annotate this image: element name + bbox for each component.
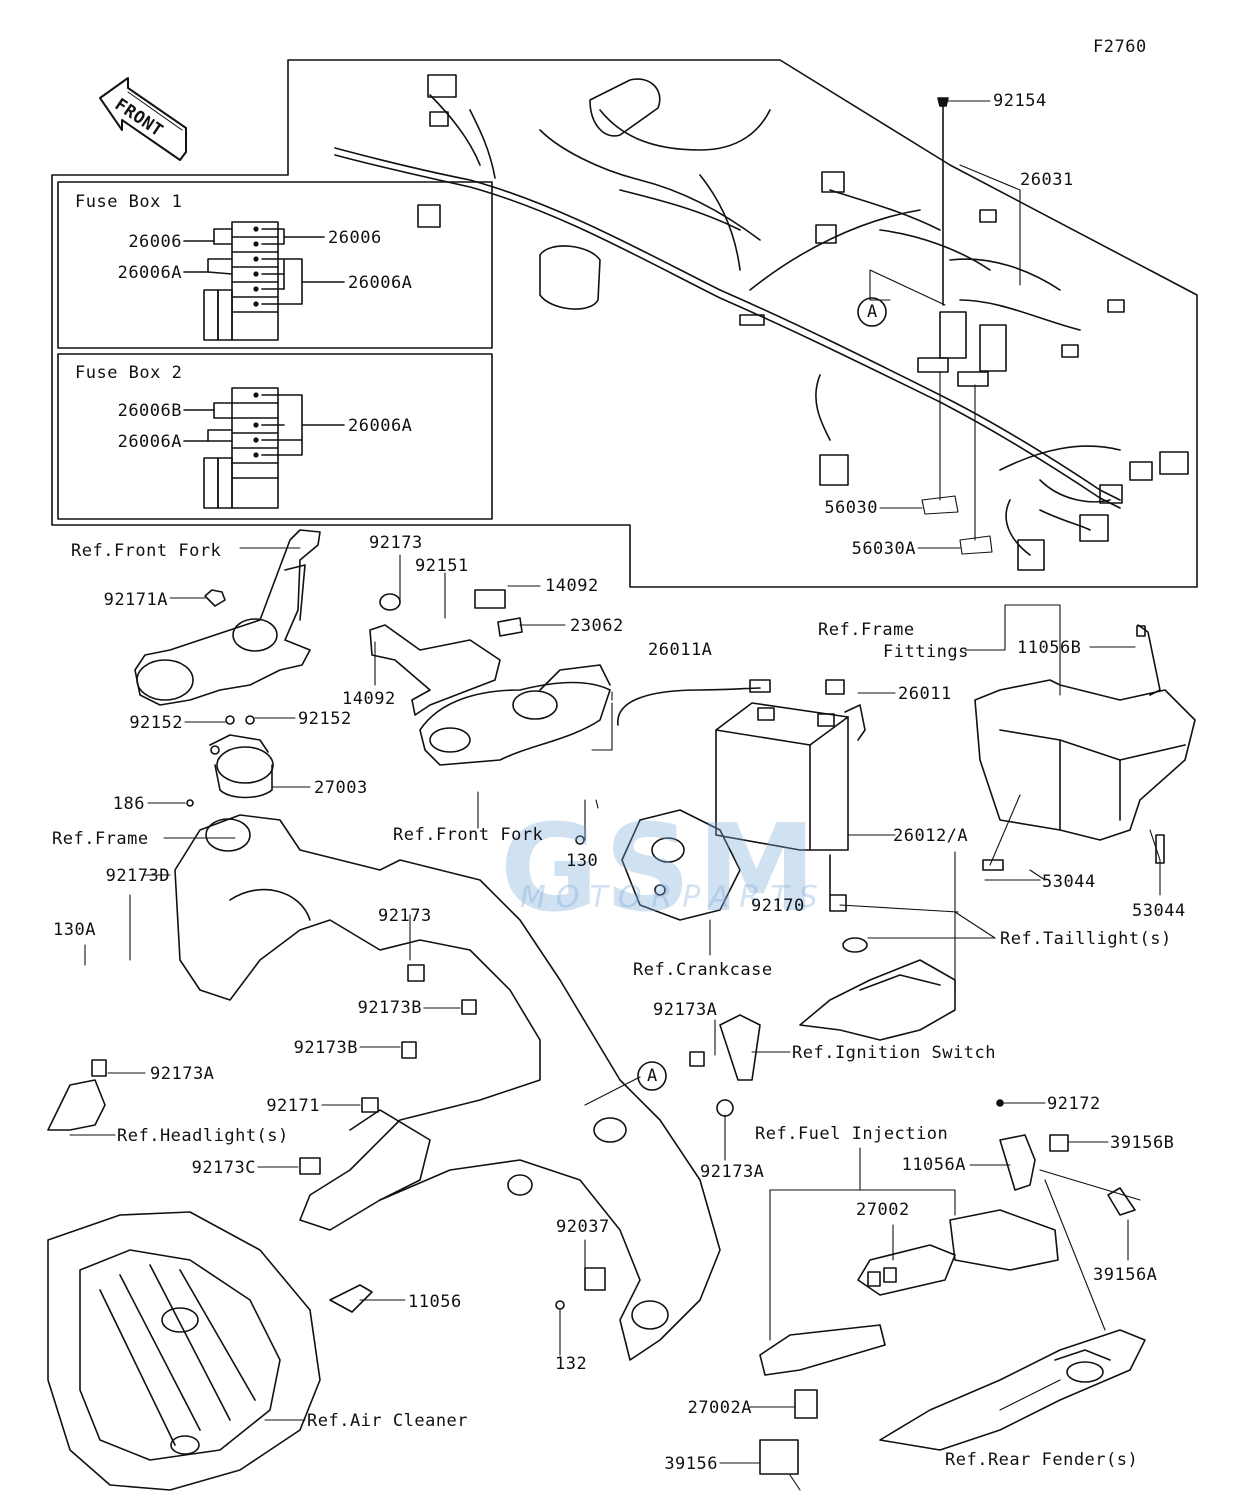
- battery-26012: [617, 679, 866, 851]
- part-label-14092: 14092: [342, 689, 396, 709]
- part-label-92173A-left: 92173A: [150, 1064, 215, 1084]
- part-label-26031: 26031: [1020, 170, 1074, 190]
- crankcase-part: [575, 809, 741, 921]
- figure-code: F2760: [1093, 37, 1147, 57]
- ref-label-headlight: Ref.Headlight(s): [117, 1126, 289, 1146]
- part-label-26011: 26011: [898, 684, 952, 704]
- harness-frame-outline: [51, 59, 1198, 588]
- fuse-box-1-frame: [57, 181, 493, 349]
- fuse-box-2-frame: [57, 353, 493, 520]
- part-label-53044-left: 53044: [1042, 872, 1096, 892]
- part-label-92152-left: 92152: [129, 713, 183, 733]
- callout-a-upper-label: A: [867, 302, 878, 322]
- part-label-27002: 27002: [856, 1200, 910, 1220]
- part-label-186: 186: [112, 794, 145, 814]
- ecu-27002: [759, 1209, 1059, 1475]
- part-label-92037: 92037: [556, 1217, 610, 1237]
- part-label-130A: 130A: [53, 920, 96, 940]
- part-label-92173A-bottom: 92173A: [700, 1162, 765, 1182]
- main-wiring-harness: [334, 74, 1189, 571]
- part-label-92173-top: 92173: [369, 533, 423, 553]
- ref-label-crankcase: Ref.Crankcase: [633, 960, 773, 980]
- callout-a-upper: [857, 297, 887, 327]
- part-label-26012A: 26012/A: [893, 826, 969, 846]
- part-label-92173B-upper: 92173B: [357, 998, 422, 1018]
- ref-label-frame-fittings-1: Ref.Frame: [818, 620, 915, 640]
- part-label-56030: 56030: [824, 498, 878, 518]
- clip-parts: [204, 589, 1136, 1313]
- fuse-box-1-title: Fuse Box 1: [75, 192, 183, 212]
- part-label-56030A: 56030A: [851, 539, 916, 559]
- part-label-92154: 92154: [993, 91, 1047, 111]
- part-label-92171: 92171: [266, 1096, 320, 1116]
- fuse-box-1-icon: [183, 221, 345, 341]
- part-label-11056A: 11056A: [901, 1155, 966, 1175]
- fuse-box-2-label-26006B: 26006B: [117, 401, 182, 421]
- part-label-92151: 92151: [415, 556, 469, 576]
- taillight-bracket: [799, 854, 956, 1041]
- part-label-27002A: 27002A: [687, 1398, 752, 1418]
- part-label-92173A-right: 92173A: [653, 1000, 718, 1020]
- ref-label-front-fork-mid: Ref.Front Fork: [393, 825, 544, 845]
- ref-label-ignition-switch: Ref.Ignition Switch: [792, 1043, 996, 1063]
- part-label-14092-top: 14092: [545, 576, 599, 596]
- fuse-box-1-label-26006A-right: 26006A: [348, 273, 413, 293]
- front-fork-clamp: [134, 529, 321, 706]
- ref-label-rear-fender: Ref.Rear Fender(s): [945, 1450, 1139, 1470]
- part-label-39156A: 39156A: [1093, 1265, 1158, 1285]
- fuse-box-1-label-26006-left: 26006: [128, 232, 182, 252]
- callout-a-lower: [637, 1061, 667, 1091]
- part-label-92171A: 92171A: [103, 590, 168, 610]
- air-cleaner: [47, 1211, 321, 1491]
- callout-a-lower-label: A: [647, 1066, 658, 1086]
- fuse-box-1-label-26006A-left: 26006A: [117, 263, 182, 283]
- part-label-92172: 92172: [1047, 1094, 1101, 1114]
- ignition-switch-27003: [186, 715, 274, 807]
- part-label-27003: 27003: [314, 778, 368, 798]
- ref-label-air-cleaner: Ref.Air Cleaner: [307, 1411, 469, 1431]
- watermark-logo: GSM: [500, 800, 823, 939]
- battery-case: [974, 624, 1196, 871]
- rear-fender: [879, 1329, 1146, 1451]
- fuse-box-2-label-26006A-right: 26006A: [348, 416, 413, 436]
- front-arrow-icon: [99, 77, 187, 161]
- ref-label-front-fork-top: Ref.Front Fork: [71, 541, 222, 561]
- part-label-92173B-lower: 92173B: [293, 1038, 358, 1058]
- part-label-11056B: 11056B: [1017, 638, 1082, 658]
- ref-label-fuel-injection: Ref.Fuel Injection: [755, 1124, 949, 1144]
- watermark-subtitle: MOTORPARTS: [520, 880, 828, 915]
- part-label-92173D: 92173D: [105, 866, 170, 886]
- fuse-box-2-label-26006A-left: 26006A: [117, 432, 182, 452]
- part-label-23062: 23062: [570, 616, 624, 636]
- ref-label-frame: Ref.Frame: [52, 829, 149, 849]
- frame-main: [174, 814, 721, 1361]
- fuse-box-2-title: Fuse Box 2: [75, 363, 183, 383]
- part-label-132: 132: [555, 1354, 588, 1374]
- part-label-26011A: 26011A: [648, 640, 713, 660]
- upper-bracket-assembly: [369, 589, 611, 766]
- part-label-39156B: 39156B: [1110, 1133, 1175, 1153]
- leader-lines: [69, 100, 1161, 1491]
- screw-92154-icon: [937, 97, 949, 306]
- fuse-box-1-label-26006-right: 26006: [328, 228, 382, 248]
- headlight-bracket: [47, 1059, 107, 1131]
- fuse-box-2-icon: [183, 387, 345, 509]
- part-label-39156: 39156: [664, 1454, 718, 1474]
- part-label-92170: 92170: [751, 896, 805, 916]
- ref-label-frame-fittings-2: Fittings: [883, 642, 969, 662]
- part-label-11056: 11056: [408, 1292, 462, 1312]
- part-label-92152-right: 92152: [298, 709, 352, 729]
- part-label-92173C: 92173C: [191, 1158, 256, 1178]
- part-label-53044-right: 53044: [1132, 901, 1186, 921]
- part-label-92173-mid: 92173: [378, 906, 432, 926]
- part-label-130: 130: [566, 851, 599, 871]
- ref-label-taillight: Ref.Taillight(s): [1000, 929, 1172, 949]
